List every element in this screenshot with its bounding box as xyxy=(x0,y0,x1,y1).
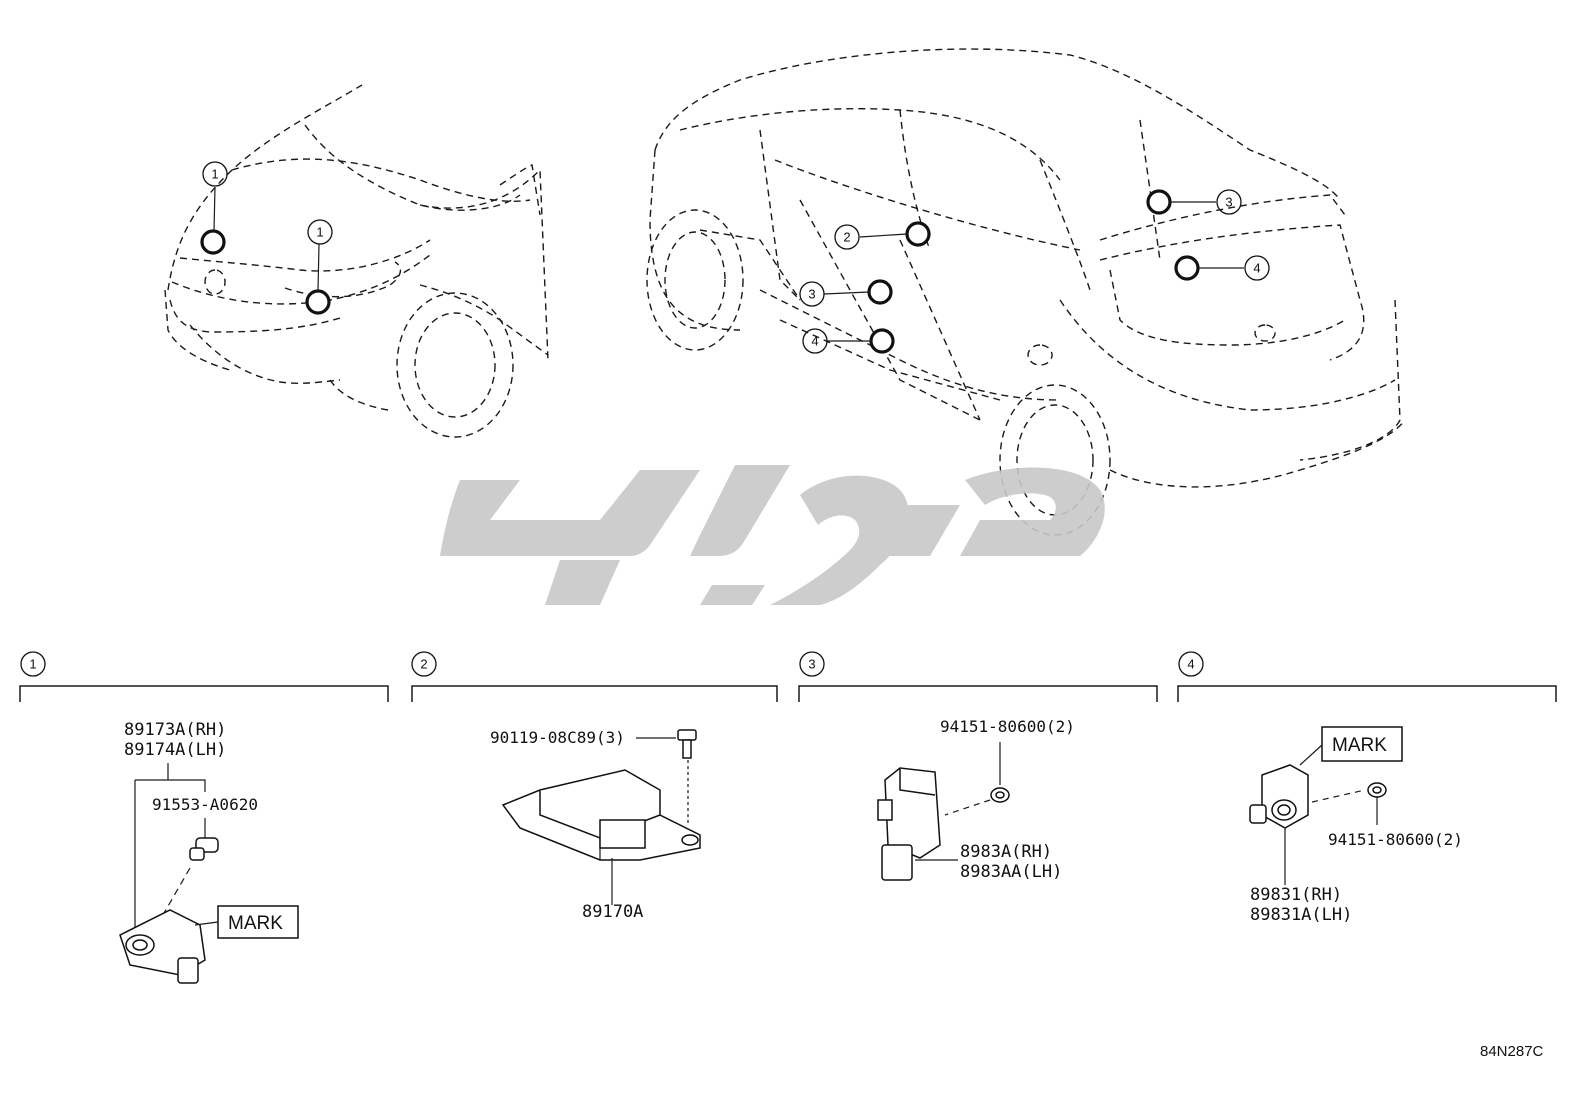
part-91553-label: 91553-A0620 xyxy=(152,795,258,814)
location-markers xyxy=(200,189,1200,354)
location-marker-1b xyxy=(305,289,331,315)
front-impact-sensor-icon xyxy=(119,909,206,984)
part-8983aa-label: 8983AA(LH) xyxy=(960,862,1062,882)
callout-3a: 3 xyxy=(808,287,815,302)
callout-2: 2 xyxy=(843,230,850,245)
callout-1a: 1 xyxy=(211,167,218,182)
part-89170a-label: 89170A xyxy=(582,902,643,922)
mark-box-4 xyxy=(1321,726,1403,762)
location-marker-4a xyxy=(869,328,895,354)
side-impact-sensor-icon xyxy=(877,767,941,881)
callout-1b: 1 xyxy=(316,225,323,240)
section-2-number: 2 xyxy=(420,657,427,672)
part-89831-label: 89831(RH) xyxy=(1250,885,1342,905)
leader-lines xyxy=(213,186,1244,342)
airbag-control-module-icon xyxy=(501,769,701,861)
nut-icon-3 xyxy=(990,787,1010,803)
location-marker-1a xyxy=(200,229,226,255)
section-1: 1 89173A(RH) 89174A(LH) 91553-A0620 MARK xyxy=(19,651,389,984)
front-car-view xyxy=(164,84,549,438)
part-89831a-label: 89831A(LH) xyxy=(1250,905,1352,925)
screw-icon xyxy=(677,729,697,759)
callout-3b: 3 xyxy=(1225,195,1232,210)
bolt-icon xyxy=(189,837,219,861)
location-marker-3a xyxy=(867,279,893,305)
part-89174a-label: 89174A(LH) xyxy=(124,740,226,760)
part-94151-label-3: 94151-80600(2) xyxy=(940,717,1075,736)
diagram-code: 84N287C xyxy=(1480,1043,1544,1060)
section-4: 4 MARK 94151-80600(2) 89831(RH) 89831A(L… xyxy=(1177,651,1557,925)
logo-watermark xyxy=(440,465,1105,605)
section-3: 3 94151-80600(2) 8983A(RH) 8983AA(LH) xyxy=(798,651,1158,882)
car-callouts: 1 1 2 3 4 3 4 xyxy=(202,161,1270,354)
part-90119-label: 90119-08C89(3) xyxy=(490,728,625,747)
location-marker-2 xyxy=(905,221,931,247)
part-94151-label-4: 94151-80600(2) xyxy=(1328,830,1463,849)
callout-4a: 4 xyxy=(811,334,818,349)
location-marker-3b xyxy=(1146,189,1172,215)
section-2: 2 90119-08C89(3) 89170A xyxy=(411,651,778,922)
part-89173a-label: 89173A(RH) xyxy=(124,720,226,740)
mark-label-4: MARK xyxy=(1332,735,1387,756)
section-4-number: 4 xyxy=(1187,657,1194,672)
part-8983a-label: 8983A(RH) xyxy=(960,842,1052,862)
rear-impact-sensor-icon xyxy=(1249,764,1309,829)
nut-icon-4 xyxy=(1367,782,1387,798)
callout-4b: 4 xyxy=(1253,261,1260,276)
section-1-number: 1 xyxy=(29,657,36,672)
mark-box-1 xyxy=(217,905,299,939)
section-3-number: 3 xyxy=(808,657,815,672)
rear-car-view xyxy=(646,48,1406,536)
mark-label-1: MARK xyxy=(228,913,283,934)
location-marker-4b xyxy=(1174,255,1200,281)
